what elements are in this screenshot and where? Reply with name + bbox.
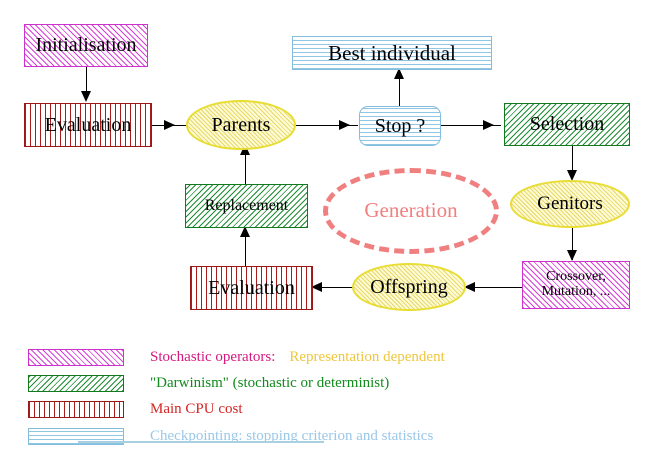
connector-eval-to-replacement xyxy=(245,228,246,268)
node-initialisation-label: Initialisation xyxy=(35,34,137,56)
legend-label-checkpointing: Checkpointing: stopping criterion and st… xyxy=(150,427,434,444)
node-selection-label: Selection xyxy=(529,113,605,135)
arrowhead-crossover-to-offspring xyxy=(464,282,475,292)
node-stop-label: Stop ? xyxy=(374,114,426,137)
arrowhead-init-to-eval xyxy=(81,91,91,102)
node-crossover-label-line1: Crossover, xyxy=(546,269,606,285)
legend-label-cpu-cost: Main CPU cost xyxy=(150,400,243,417)
node-parents-label: Parents xyxy=(211,113,271,136)
connector-stop-to-best xyxy=(399,70,400,106)
legend-row-stochastic: Stochastic operators: Representation depe… xyxy=(28,345,445,369)
node-stop[interactable]: Stop ? xyxy=(359,106,441,146)
generation-dashed-ellipse xyxy=(323,168,499,254)
node-parents[interactable]: Parents xyxy=(186,100,296,150)
node-crossover-mutation[interactable]: Crossover, Mutation, ... xyxy=(522,261,630,309)
connector-offspring-to-eval xyxy=(313,287,361,288)
generation-label: Generation xyxy=(364,198,458,222)
legend-row-cpu-cost: Main CPU cost xyxy=(28,397,243,421)
legend-swatch-blue-horizontal xyxy=(28,427,124,445)
arrowhead-selection-to-genitors xyxy=(567,170,577,181)
node-evaluation-bottom[interactable]: Evaluation xyxy=(190,266,313,310)
legend-label-stochastic-main: Stochastic operators: xyxy=(150,348,276,365)
arrowhead-eval-to-replacement xyxy=(240,226,250,237)
connector-crossover-to-offspring xyxy=(466,287,522,288)
arrowhead-parents-to-stop xyxy=(339,120,350,130)
legend-label-stochastic: Stochastic operators: Representation depe… xyxy=(150,349,445,366)
connector-replacement-to-parents xyxy=(245,146,246,184)
arrowhead-eval-to-parents xyxy=(164,120,175,130)
arrowhead-stop-to-best xyxy=(394,68,404,79)
node-initialisation[interactable]: Initialisation xyxy=(24,24,148,67)
connector-parents-to-stop xyxy=(296,125,358,126)
legend-row-darwinism: "Darwinism" (stochastic or determinist) xyxy=(28,371,389,395)
node-best-individual-label: Best individual xyxy=(328,40,456,65)
node-replacement[interactable]: Replacement xyxy=(185,184,308,228)
node-selection[interactable]: Selection xyxy=(504,103,630,146)
bottom-rule xyxy=(78,441,324,443)
legend-row-checkpointing: Checkpointing: stopping criterion and st… xyxy=(28,424,433,448)
connector-genitors-to-crossover xyxy=(572,228,573,260)
node-replacement-label: Replacement xyxy=(204,196,289,214)
node-genitors[interactable]: Genitors xyxy=(510,180,630,228)
node-offspring[interactable]: Offspring xyxy=(352,263,466,311)
legend-label-stochastic-sub: Representation dependent xyxy=(289,348,445,365)
connector-init-to-eval xyxy=(86,67,87,99)
arrowhead-stop-to-selection xyxy=(483,120,494,130)
node-evaluation-top[interactable]: Evaluation xyxy=(24,103,152,147)
node-evaluation-bottom-label: Evaluation xyxy=(208,276,295,299)
legend-swatch-magenta-hatch xyxy=(28,348,124,366)
node-evaluation-top-label: Evaluation xyxy=(44,113,132,136)
arrowhead-offspring-to-eval xyxy=(311,282,322,292)
legend-label-darwinism: "Darwinism" (stochastic or determinist) xyxy=(150,374,390,391)
node-best-individual[interactable]: Best individual xyxy=(292,36,492,70)
connector-selection-to-genitors xyxy=(572,146,573,178)
arrowhead-genitors-to-crossover xyxy=(567,250,577,261)
legend-swatch-green-hatch xyxy=(28,374,124,392)
legend-swatch-red-vertical xyxy=(28,400,124,418)
connector-stop-to-selection xyxy=(441,125,501,126)
node-offspring-label: Offspring xyxy=(370,275,448,298)
node-crossover-label-line2: Mutation, ... xyxy=(541,284,611,299)
node-genitors-label: Genitors xyxy=(537,193,603,215)
